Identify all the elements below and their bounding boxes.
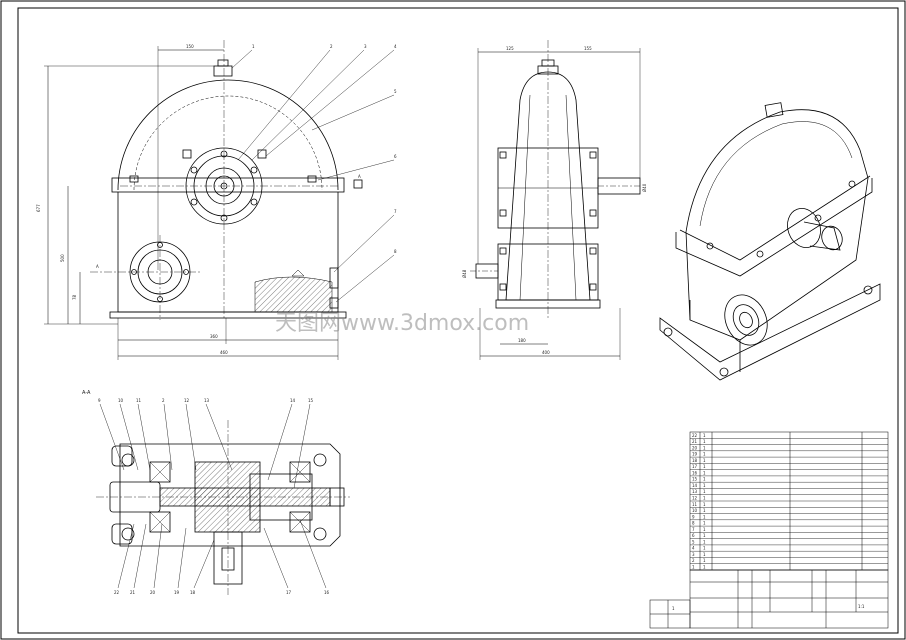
section-mark-right: A	[358, 174, 361, 179]
bom-row-qty: 1	[703, 433, 706, 438]
bom-row-number: 2	[692, 558, 695, 563]
bom-row-qty: 1	[703, 539, 706, 544]
callout-22: 22	[114, 590, 120, 595]
bom-row-number: 20	[692, 445, 698, 450]
bom-row-qty: 1	[703, 546, 706, 551]
title-block-labels: 1:1 1	[672, 604, 865, 611]
callout-18: 18	[190, 590, 196, 595]
section-view	[96, 403, 350, 595]
bom-row-number: 9	[692, 514, 695, 519]
bom-row-qty: 1	[703, 464, 706, 469]
bom-row-qty: 1	[703, 508, 706, 513]
dim-bottom-left: 360	[210, 334, 218, 339]
bom-row-number: 6	[692, 533, 695, 538]
bom-row-qty: 1	[703, 477, 706, 482]
bom-row-qty: 1	[703, 527, 706, 532]
bom-row-number: 21	[692, 439, 698, 444]
bom-row-qty: 1	[703, 514, 706, 519]
housing-dome	[117, 79, 339, 191]
bom-row-qty: 1	[703, 496, 706, 501]
side-view	[470, 40, 641, 360]
bom-row-number: 15	[692, 477, 698, 482]
isometric-view	[659, 102, 881, 381]
bom-row-number: 17	[692, 464, 698, 469]
callout-12: 12	[184, 398, 190, 403]
callout-6: 6	[394, 154, 397, 159]
bom-row-qty: 1	[703, 458, 706, 463]
callout-2b: 2	[162, 398, 165, 403]
bom-row-qty: 1	[703, 445, 706, 450]
callout-20: 20	[150, 590, 156, 595]
bom-row-number: 7	[692, 527, 695, 532]
bom-row-number: 10	[692, 508, 698, 513]
bom-row-qty: 1	[703, 521, 706, 526]
dim-height-mid: 500	[60, 254, 65, 262]
bom-row-qty: 1	[703, 439, 706, 444]
bom-row-number: 13	[692, 489, 698, 494]
section-title: A-A	[82, 390, 91, 396]
callout-1: 1	[252, 44, 255, 49]
section-mark-left: A	[96, 264, 99, 269]
callout-8: 8	[394, 249, 397, 254]
callout-16: 16	[324, 590, 330, 595]
dim-height-low: 78	[72, 294, 77, 300]
bom-row-qty: 1	[703, 483, 706, 488]
front-view	[44, 40, 395, 360]
sheet-number: 1	[672, 606, 675, 611]
bom-row-number: 14	[692, 483, 698, 488]
inner-frame	[17, 7, 899, 634]
bom-row-number: 11	[692, 502, 698, 507]
bom-row-number: 18	[692, 458, 698, 463]
bom-row-number: 12	[692, 496, 698, 501]
scale-value: 1:1	[858, 604, 865, 609]
callout-11: 11	[136, 398, 142, 403]
dim-side-bottom-total: 400	[542, 350, 550, 355]
side-view-labels: 125 155 Ø40 Ø48 180 400	[462, 46, 647, 355]
dim-height-total: 677	[36, 204, 41, 212]
callout-5: 5	[394, 89, 397, 94]
bom-row-number: 16	[692, 470, 698, 475]
front-view-labels: 150 360 460 677 500 78 A A 1 2 3 4 5 6 7…	[36, 44, 397, 355]
dim-top: 150	[186, 44, 194, 49]
callout-10: 10	[118, 398, 124, 403]
title-block	[649, 569, 889, 629]
callout-2: 2	[330, 44, 333, 49]
bom-row-number: 5	[692, 539, 695, 544]
section-view-labels: A-A 9 10 11 2 12 13 14 15 22 21 20 19 18…	[82, 390, 330, 595]
bom-row-number: 3	[692, 552, 695, 557]
bom-row-qty: 1	[703, 452, 706, 457]
bom-row-number: 22	[692, 433, 698, 438]
callout-3: 3	[364, 44, 367, 49]
bom-row-number: 4	[692, 546, 695, 551]
callout-7: 7	[394, 209, 397, 214]
dim-side-top-right: 155	[584, 46, 592, 51]
bom-row-number: 1	[692, 565, 695, 570]
bom-row-qty: 1	[703, 502, 706, 507]
dim-shaft-right: Ø40	[642, 183, 647, 192]
dim-shaft-left: Ø48	[462, 269, 467, 278]
bom-row-qty: 1	[703, 489, 706, 494]
watermark: 天图网www.3dmox.com	[275, 311, 529, 336]
callout-19: 19	[174, 590, 180, 595]
bom-row-qty: 1	[703, 565, 706, 570]
callout-14: 14	[290, 398, 296, 403]
bom-row-qty: 1	[703, 533, 706, 538]
bom-row-qty: 1	[703, 552, 706, 557]
bom-row-qty: 1	[703, 470, 706, 475]
bom-row-qty: 1	[703, 558, 706, 563]
callout-15: 15	[308, 398, 314, 403]
dim-side-top-left: 125	[506, 46, 514, 51]
dim-side-bottom-inner: 180	[518, 338, 526, 343]
callout-9: 9	[98, 398, 101, 403]
callout-4: 4	[394, 44, 397, 49]
callout-13: 13	[204, 398, 210, 403]
callout-21: 21	[130, 590, 136, 595]
bom-row-number: 8	[692, 521, 695, 526]
callout-17: 17	[286, 590, 292, 595]
bom-row-number: 19	[692, 452, 698, 457]
dim-bottom-total: 460	[220, 350, 228, 355]
